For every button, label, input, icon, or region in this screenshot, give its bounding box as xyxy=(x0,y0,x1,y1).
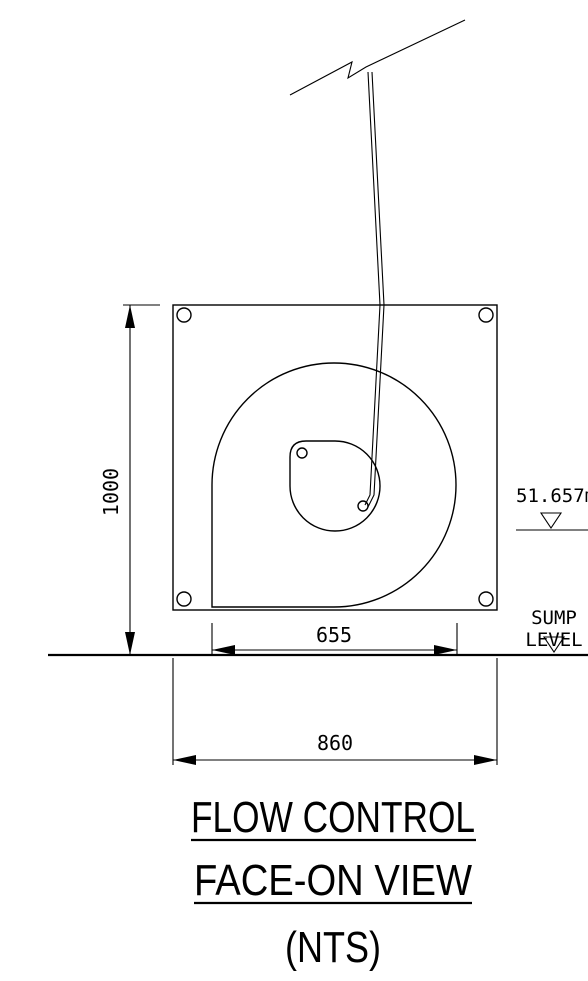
arrow-left-icon xyxy=(212,645,235,655)
sump-label-line2: LEVEL xyxy=(525,629,582,651)
water-level-label: 51.657m xyxy=(516,485,588,507)
arrow-left-icon xyxy=(173,755,196,765)
plate-outline xyxy=(172,304,498,611)
corner-bolt-icon xyxy=(478,591,494,607)
level-triangle-icon xyxy=(539,512,563,529)
inlet-opening xyxy=(289,440,381,532)
arrow-up-icon xyxy=(125,305,135,328)
title-line-3: (NTS) xyxy=(285,923,381,972)
arrow-right-icon xyxy=(434,645,457,655)
corner-bolt-icon xyxy=(176,307,192,323)
volute-body xyxy=(211,362,457,608)
level-triangle-icon xyxy=(542,636,566,653)
rod-pin-icon xyxy=(357,500,369,512)
corner-bolt-icon xyxy=(478,307,494,323)
corner-bolt-icon xyxy=(176,591,192,607)
inner-dim-label: 655 xyxy=(316,623,352,647)
arrow-down-icon xyxy=(125,632,135,655)
operating-rod xyxy=(364,71,385,508)
height-dim-label: 1000 xyxy=(99,468,123,516)
title-line-2: FACE-ON VIEW xyxy=(194,856,472,905)
outer-dim-label: 860 xyxy=(317,731,353,755)
title-line-1: FLOW CONTROL xyxy=(191,793,475,842)
arrow-right-icon xyxy=(474,755,497,765)
sump-label-line1: SUMP xyxy=(531,607,577,629)
break-line xyxy=(289,19,466,96)
inlet-pivot-icon xyxy=(296,447,308,459)
